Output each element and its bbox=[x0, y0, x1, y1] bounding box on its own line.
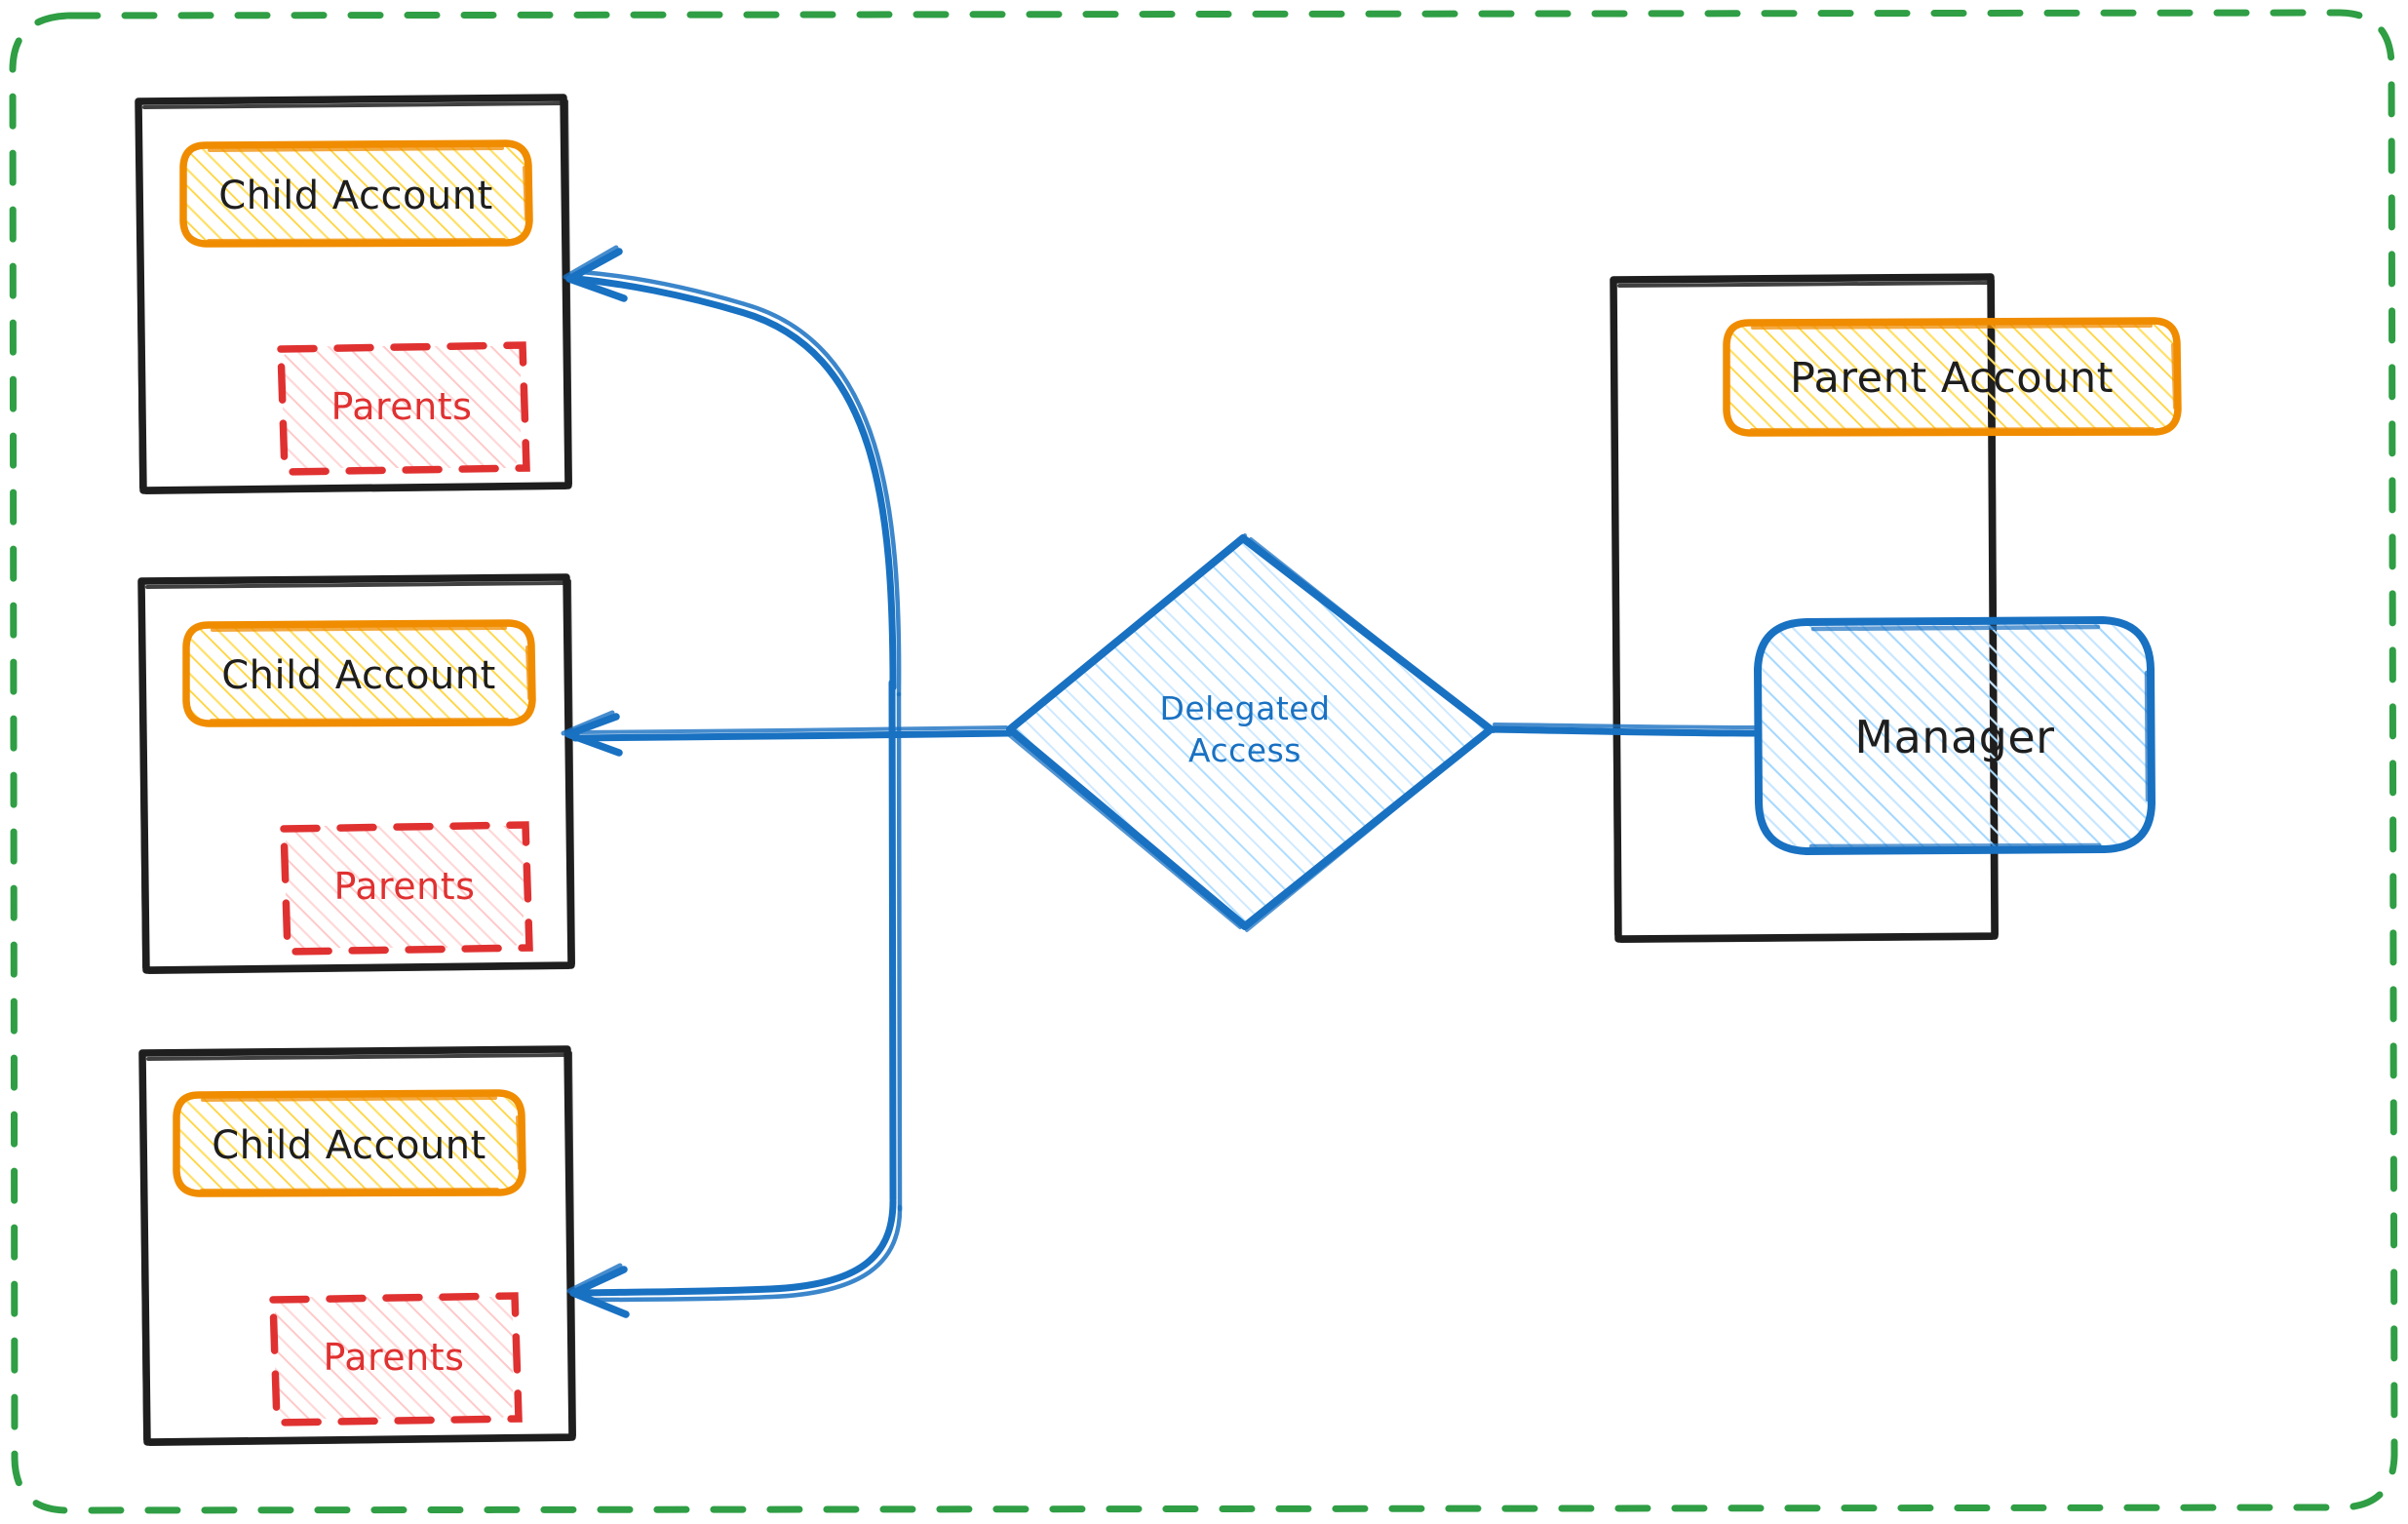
organization-boundary bbox=[9, 9, 2398, 1514]
connector-delegated-to-child-3 bbox=[566, 1197, 903, 1318]
child-account-chip-3[interactable] bbox=[173, 1089, 526, 1197]
parents-chip-1[interactable] bbox=[277, 341, 530, 476]
delegated-access-node[interactable] bbox=[1005, 533, 1495, 932]
connector-delegated-to-child-1 bbox=[563, 245, 902, 697]
parents-chip-2[interactable] bbox=[280, 821, 533, 956]
parents-chip-3[interactable] bbox=[269, 1292, 523, 1426]
connector-branch-spine bbox=[888, 679, 903, 1212]
child-account-chip-2[interactable] bbox=[182, 619, 536, 727]
connector-manager-to-delegated bbox=[1488, 723, 1762, 737]
parent-account-chip[interactable] bbox=[1723, 317, 2182, 437]
connector-delegated-to-child-2 bbox=[561, 710, 1013, 757]
manager-chip[interactable] bbox=[1753, 615, 2156, 856]
child-account-chip-1[interactable] bbox=[179, 139, 533, 248]
